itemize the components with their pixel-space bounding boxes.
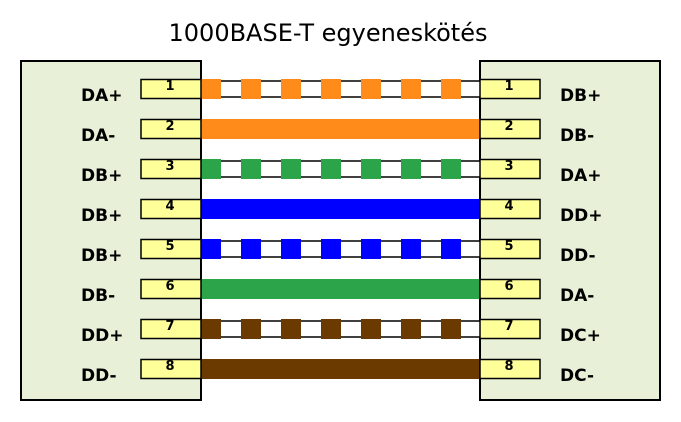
wire-5-stripe bbox=[281, 239, 301, 259]
wire-7-stripe bbox=[201, 319, 221, 339]
wire-1-stripe bbox=[281, 79, 301, 99]
wire-1-stripe bbox=[241, 79, 261, 99]
right-pin-number: 3 bbox=[504, 159, 513, 174]
left-pin-number: 7 bbox=[165, 319, 174, 334]
right-pin-1 bbox=[479, 78, 541, 100]
left-pin-7 bbox=[140, 318, 202, 340]
wire-5-stripe bbox=[401, 239, 421, 259]
right-signal-label: DD+ bbox=[560, 206, 602, 226]
right-pin-number: 8 bbox=[504, 359, 513, 374]
right-pin-number: 5 bbox=[504, 239, 513, 254]
wire-7-stripe bbox=[241, 319, 261, 339]
wire-6 bbox=[201, 279, 480, 299]
wire-7-stripe bbox=[441, 319, 461, 339]
wire-1-stripe bbox=[201, 79, 221, 99]
wire-3-stripe bbox=[401, 159, 421, 179]
right-pin-5 bbox=[479, 238, 541, 260]
left-pin-4 bbox=[140, 198, 202, 220]
wire-8 bbox=[201, 359, 480, 379]
wire-5-stripe bbox=[241, 239, 261, 259]
right-pin-number: 2 bbox=[504, 119, 513, 134]
left-connector-panel bbox=[20, 60, 202, 401]
wire-7-stripe bbox=[321, 319, 341, 339]
wires bbox=[201, 79, 480, 379]
signal-labels: DA+ DB+ DA- DB- DB+ DA+ DB+ DD+ DB+ DD- DB- DA- DD+ D… bbox=[81, 86, 602, 386]
right-signal-label: DA+ bbox=[560, 166, 602, 186]
left-pin-number: 5 bbox=[165, 239, 174, 254]
left-pin-8 bbox=[140, 358, 202, 380]
wire-5-stripe bbox=[441, 239, 461, 259]
left-pin-5 bbox=[140, 238, 202, 260]
left-signal-label: DB+ bbox=[81, 206, 122, 226]
right-pin-6 bbox=[479, 278, 541, 300]
right-signal-label: DD- bbox=[560, 246, 596, 266]
right-pin-7 bbox=[479, 318, 541, 340]
left-signal-label: DB+ bbox=[81, 166, 122, 186]
right-pin-4 bbox=[479, 198, 541, 220]
left-pin-number: 2 bbox=[165, 119, 174, 134]
wire-7-stripe bbox=[401, 319, 421, 339]
left-signal-label: DB- bbox=[81, 286, 115, 306]
wire-2 bbox=[201, 119, 480, 139]
wire-3-stripe bbox=[441, 159, 461, 179]
right-signal-label: DC+ bbox=[560, 326, 601, 346]
pins: 1 1 2 2 3 3 4 4 5 5 6 6 7 7 8 8 bbox=[140, 78, 541, 380]
wire-5-stripe bbox=[201, 239, 221, 259]
wire-1-stripe bbox=[361, 79, 381, 99]
left-pin-3 bbox=[140, 158, 202, 180]
left-signal-label: DB+ bbox=[81, 246, 122, 266]
left-pin-number: 8 bbox=[165, 359, 174, 374]
right-pin-3 bbox=[479, 158, 541, 180]
left-pin-1 bbox=[140, 78, 202, 100]
left-pin-number: 6 bbox=[165, 279, 174, 294]
wire-1-stripe bbox=[441, 79, 461, 99]
diagram-title: 1000BASE-T egyeneskötés bbox=[169, 19, 488, 47]
wire-7-stripe bbox=[281, 319, 301, 339]
wire-3-stripe bbox=[321, 159, 341, 179]
wire-5-stripe bbox=[361, 239, 381, 259]
left-pin-2 bbox=[140, 118, 202, 140]
left-pin-number: 4 bbox=[165, 199, 174, 214]
wire-4 bbox=[201, 199, 480, 219]
right-pin-number: 1 bbox=[504, 79, 513, 94]
wire-1-stripe bbox=[401, 79, 421, 99]
right-signal-label: DC- bbox=[560, 366, 594, 386]
wire-3-stripe bbox=[361, 159, 381, 179]
right-connector-panel bbox=[479, 60, 661, 401]
right-pin-number: 4 bbox=[504, 199, 513, 214]
left-pin-6 bbox=[140, 278, 202, 300]
wire-1-stripe bbox=[321, 79, 341, 99]
wire-3-stripe bbox=[241, 159, 261, 179]
wire-5-stripe bbox=[321, 239, 341, 259]
left-signal-label: DA+ bbox=[81, 86, 123, 106]
right-pin-number: 6 bbox=[504, 279, 513, 294]
right-pin-8 bbox=[479, 358, 541, 380]
right-signal-label: DA- bbox=[560, 286, 594, 306]
wire-3-stripe bbox=[201, 159, 221, 179]
right-signal-label: DB+ bbox=[560, 86, 601, 106]
left-signal-label: DD- bbox=[81, 366, 117, 386]
left-signal-label: DA- bbox=[81, 126, 115, 146]
right-signal-label: DB- bbox=[560, 126, 594, 146]
left-pin-number: 3 bbox=[165, 159, 174, 174]
left-signal-label: DD+ bbox=[81, 326, 123, 346]
right-pin-number: 7 bbox=[504, 319, 513, 334]
wire-3-stripe bbox=[281, 159, 301, 179]
right-pin-2 bbox=[479, 118, 541, 140]
left-pin-number: 1 bbox=[165, 79, 174, 94]
wire-7-stripe bbox=[361, 319, 381, 339]
